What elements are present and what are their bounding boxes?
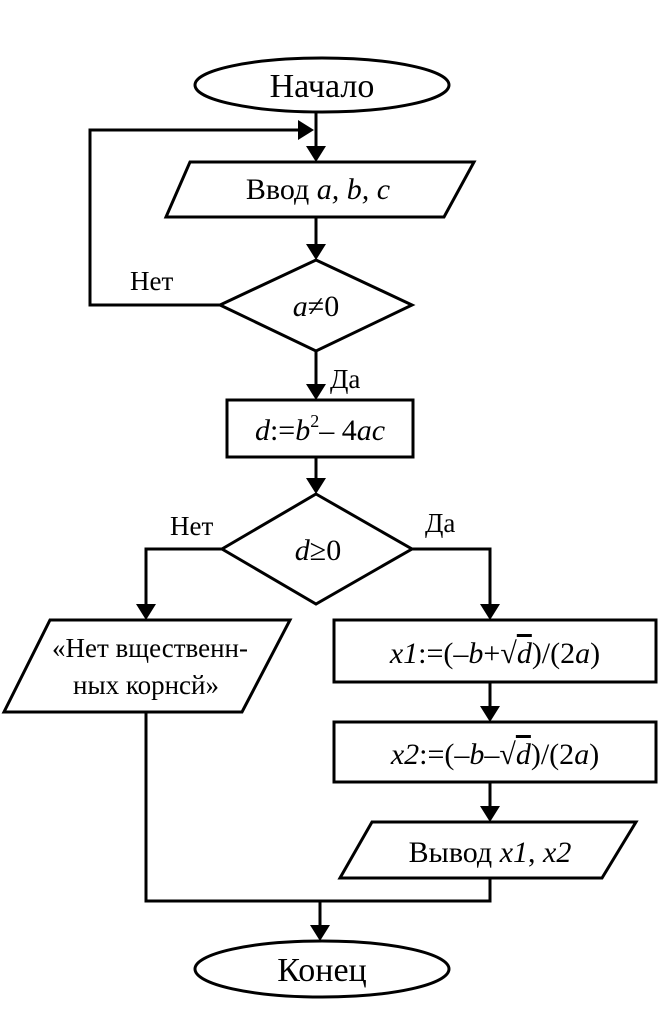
connector-cond2-no <box>144 547 222 606</box>
arrowhead <box>480 706 500 722</box>
branch-label-no: Нет <box>130 266 173 296</box>
process-x1: x1:=(–b+√d)/(2a) <box>332 618 658 684</box>
process-x2: x2:=(–b–√d)/(2a) <box>332 720 658 784</box>
output-results: Вывод x1, x2 <box>337 820 639 880</box>
branch-label-no-2: Нет <box>170 511 213 541</box>
arrowhead <box>480 806 500 822</box>
no-roots-line2: ных корнсй» <box>73 670 219 700</box>
x2-formula: x2:=(–b–√d)/(2a) <box>390 738 599 771</box>
arrowhead <box>298 120 314 140</box>
decision-d-label: d≥0 <box>295 534 341 567</box>
connector-loop-no <box>88 128 300 307</box>
arrowhead <box>306 146 326 162</box>
end-terminator: Конец <box>193 939 451 999</box>
arrowhead <box>310 925 330 941</box>
output-label: Вывод x1, x2 <box>409 836 572 869</box>
start-terminator: Начало <box>193 56 451 114</box>
arrowhead <box>306 478 326 494</box>
no-roots-line1: «Нет вщественн- <box>52 633 248 663</box>
input-block: Ввод a, b, c <box>163 160 477 219</box>
arrowhead <box>306 384 326 400</box>
arrowhead <box>480 604 500 620</box>
end-label: Конец <box>277 952 366 989</box>
input-label: Ввод a, b, c <box>246 173 390 206</box>
output-no-roots: «Нет вщественн- ных корнсй» <box>1 618 293 714</box>
branch-label-yes: Да <box>330 364 360 394</box>
arrowhead <box>136 604 156 620</box>
connector-cond2-yes <box>412 547 492 606</box>
process-discriminant: d:=b2– 4ac <box>225 398 415 459</box>
branch-label-yes-2: Да <box>425 508 455 538</box>
discriminant-label: d:=b2– 4ac <box>255 411 385 447</box>
x1-formula: x1:=(–b+√d)/(2a) <box>389 637 600 670</box>
decision-a-label: a≠0 <box>293 290 339 323</box>
decision-a-nonzero: a≠0 <box>216 258 416 353</box>
decision-d-nonnegative: d≥0 <box>219 492 416 606</box>
start-label: Начало <box>270 68 375 105</box>
connector-no-roots-merge <box>144 712 492 903</box>
arrowhead <box>306 244 326 260</box>
